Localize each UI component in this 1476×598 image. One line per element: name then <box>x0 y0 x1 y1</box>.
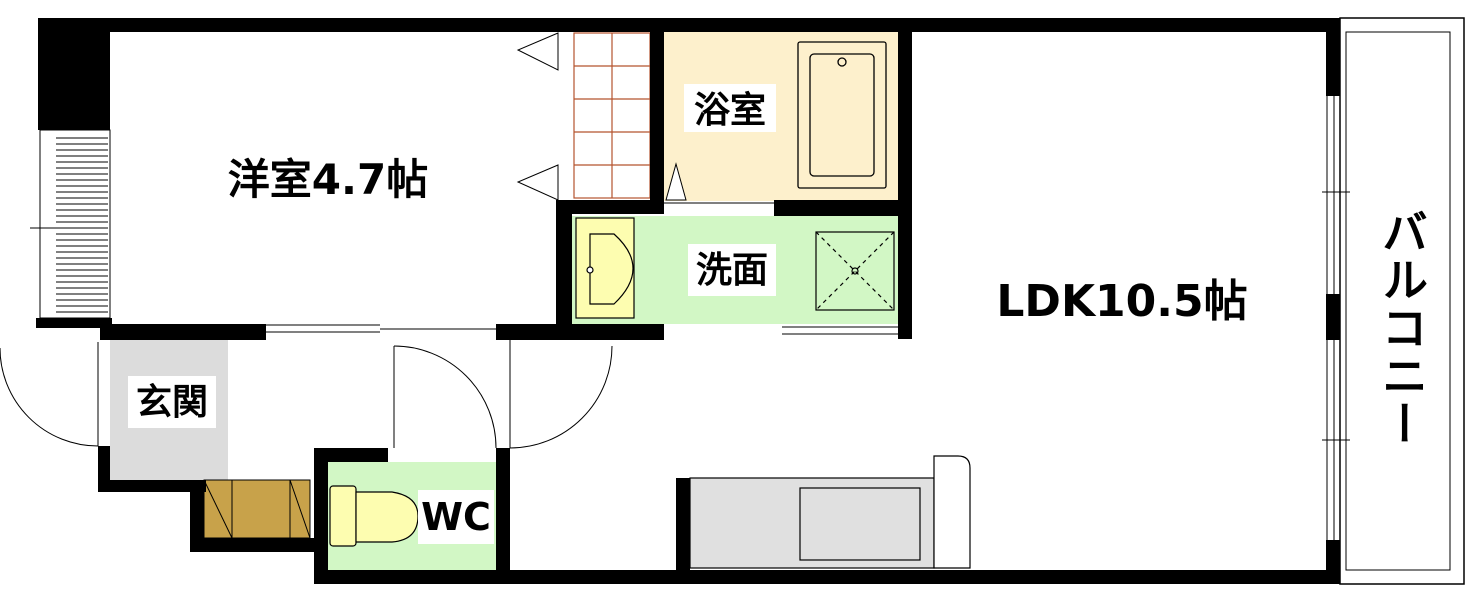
washing-machine-pan <box>815 231 895 311</box>
washbasin <box>575 217 635 319</box>
entrance-label: 玄関 <box>136 382 208 423</box>
entrance-label-bg <box>128 376 216 428</box>
balcony-inner <box>1345 31 1451 571</box>
west-window <box>30 129 111 319</box>
toilet-fixture <box>329 485 419 547</box>
bathroom-label: 浴室 <box>694 90 766 131</box>
balcony-window <box>1322 95 1350 540</box>
walls <box>36 18 1340 584</box>
balcony-label: バルコニー <box>1375 208 1429 448</box>
washroom-label: 洗面 <box>696 250 768 291</box>
kitchen-counter <box>689 455 971 569</box>
shoe-cabinet <box>203 479 311 539</box>
toilet-door <box>393 345 497 449</box>
bathroom-label-bg <box>684 84 776 132</box>
closet-shelving <box>573 32 651 199</box>
toilet-label-bg <box>418 490 494 544</box>
ldk-door <box>509 340 613 449</box>
ldk-label: LDK10.5帖 <box>996 276 1247 327</box>
bathtub <box>797 41 887 189</box>
western-room-label: 洋室4.7帖 <box>228 155 428 204</box>
toilet-label: WC <box>421 495 491 539</box>
sliding-doors <box>266 324 898 335</box>
washroom-label-bg <box>688 244 776 296</box>
entrance-door <box>0 342 99 447</box>
closet-door-marks <box>516 32 559 201</box>
